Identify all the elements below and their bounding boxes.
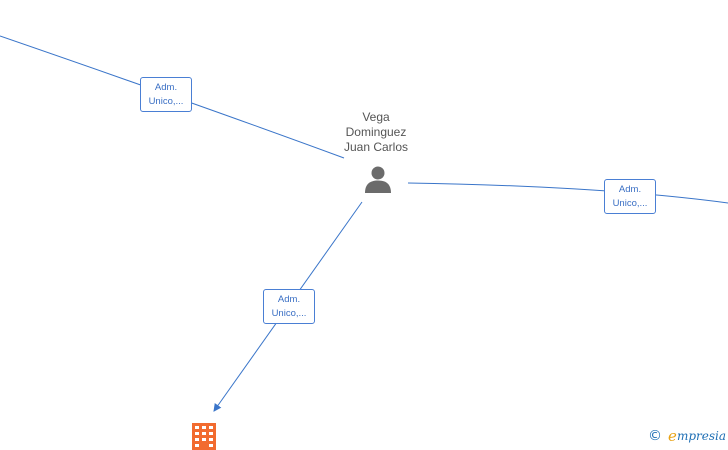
footer-brand: © e mpresia <box>648 427 726 445</box>
edge-label-line1: Adm. <box>154 82 178 93</box>
edge-label-right[interactable]: Adm. Unico,... <box>604 179 656 214</box>
person-name[interactable]: Vega Dominguez Juan Carlos <box>343 110 409 154</box>
edge-label-line1: Adm. <box>277 294 301 305</box>
edge-label-line1: Adm. <box>618 184 642 195</box>
brand-name: mpresia <box>676 429 726 443</box>
edge-label-top-left[interactable]: Adm. Unico,... <box>140 77 192 112</box>
edge-label-bottom[interactable]: Adm. Unico,... <box>263 289 315 324</box>
brand-initial: e <box>668 427 677 445</box>
edge-label-line2: Unico,... <box>612 198 648 209</box>
building-icon[interactable] <box>192 423 216 450</box>
edge-right[interactable] <box>407 182 728 204</box>
copyright-symbol: © <box>648 428 663 444</box>
edge-label-line2: Unico,... <box>271 308 307 319</box>
person-icon[interactable] <box>364 165 392 198</box>
edge-label-line2: Unico,... <box>148 96 184 107</box>
